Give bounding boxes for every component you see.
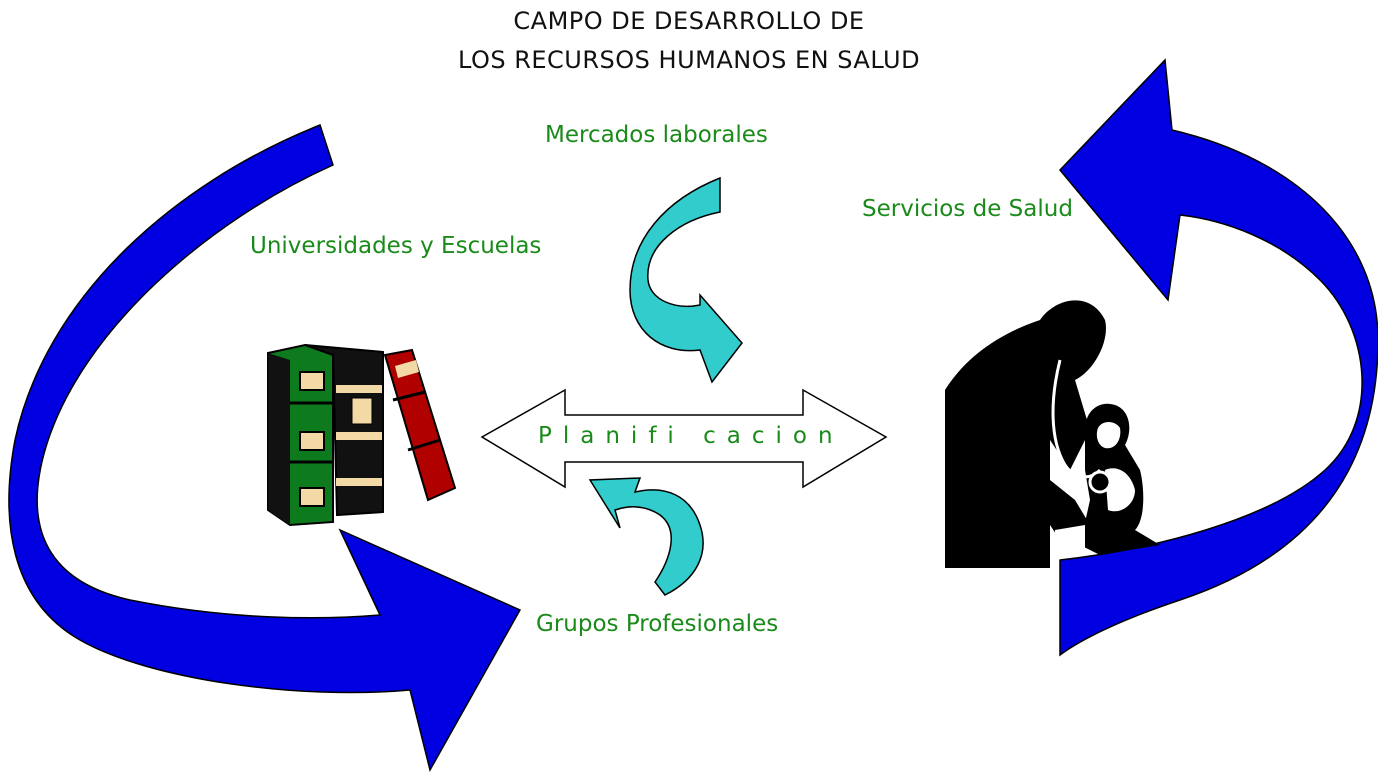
title-line-1: CAMPO DE DESARROLLO DE [513, 7, 865, 35]
label-planificacion: Planifi cacion [538, 423, 844, 449]
title-line-2: LOS RECURSOS HUMANOS EN SALUD [457, 46, 921, 74]
books-icon [267, 343, 457, 527]
label-grupos-profesionales: Grupos Profesionales [536, 611, 779, 637]
label-universidades-y-escuelas: Universidades y Escuelas [250, 233, 542, 259]
market-arrow-icon [629, 176, 743, 384]
planificacion-double-arrow-icon [480, 388, 888, 489]
groups-arrow-icon [588, 477, 704, 596]
label-mercados-laborales: Mercados laborales [545, 122, 768, 148]
left-cycle-arrow-icon [8, 124, 522, 773]
label-servicios-de-salud: Servicios de Salud [862, 196, 1073, 222]
right-cycle-arrow-icon [1058, 58, 1378, 657]
doctor-examining-child-icon [945, 300, 1160, 568]
